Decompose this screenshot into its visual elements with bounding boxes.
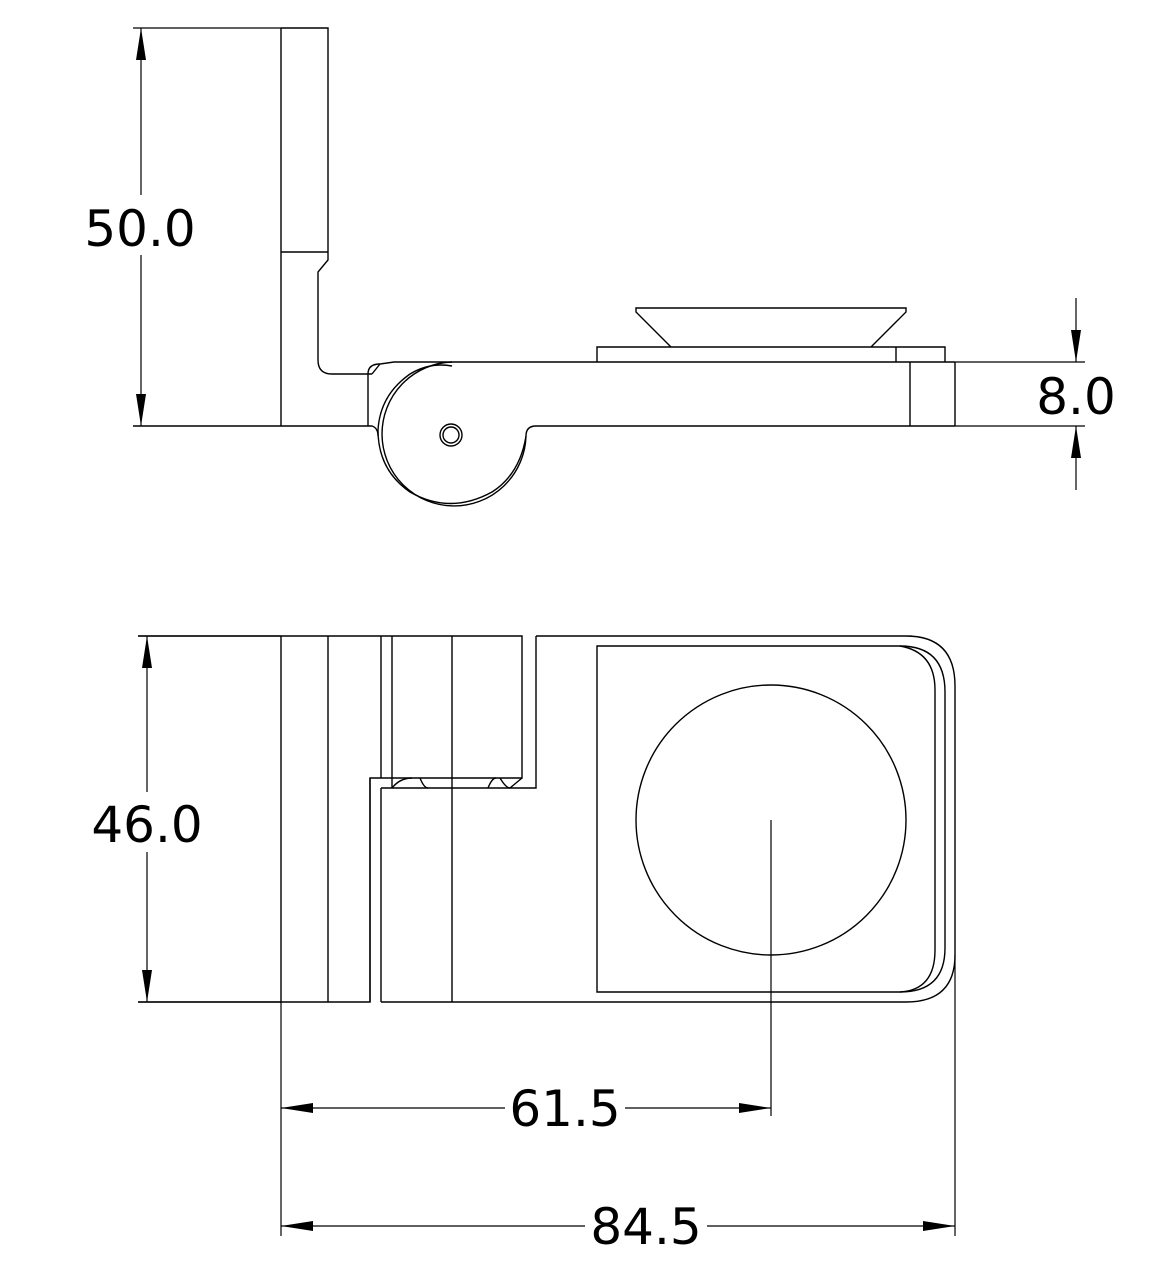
- side-view: [133, 27, 956, 507]
- dimension-50-label: 50.0: [84, 200, 195, 258]
- dimension-84-5-label: 84.5: [590, 1198, 701, 1256]
- side-vertical-plate: [280, 27, 372, 426]
- top-main-plate: [510, 635, 956, 1003]
- dimension-46-label: 46.0: [91, 796, 202, 854]
- top-outer-outline: [138, 635, 523, 1003]
- top-hinge-detail: [391, 777, 511, 789]
- dimension-50: 50.0: [80, 27, 281, 426]
- top-hinge-block: [369, 636, 906, 1003]
- top-cup-base: [596, 645, 936, 993]
- top-inner-rounded: [899, 645, 946, 993]
- suction-cup: [635, 307, 907, 348]
- hinge-pin-hole: [439, 423, 463, 447]
- dimension-8-label: 8.0: [1036, 368, 1116, 426]
- top-view: [138, 635, 956, 1003]
- dimension-61-5: 61.5: [280, 820, 772, 1236]
- dimension-61-5-label: 61.5: [509, 1080, 620, 1138]
- hinge-pin-hole-inner: [442, 426, 460, 444]
- dimension-46: 46.0: [86, 635, 281, 1003]
- dimension-84-5: 84.5: [281, 955, 956, 1256]
- side-base-bar: [371, 346, 956, 426]
- dimension-8: 8.0: [955, 298, 1116, 490]
- side-bottom-line: [133, 425, 955, 437]
- side-hinge-knuckle: [367, 361, 527, 507]
- side-hinge-outline: [377, 364, 527, 505]
